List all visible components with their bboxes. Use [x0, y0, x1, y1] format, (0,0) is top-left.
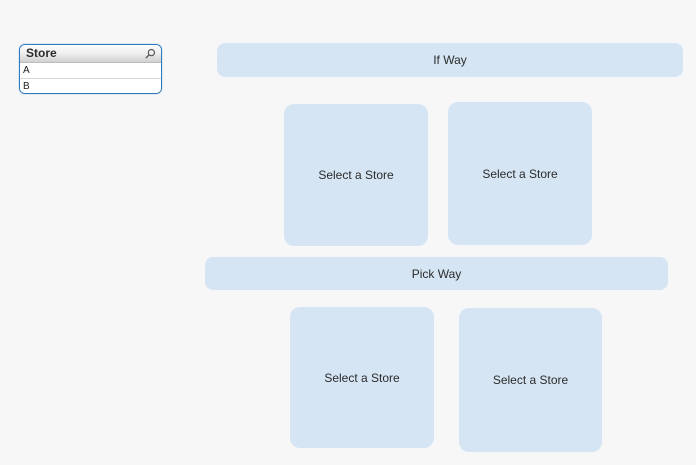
store-listbox: Store A B: [19, 44, 162, 94]
select-store-tile-2[interactable]: Select a Store: [448, 102, 592, 245]
store-listbox-body: A B: [20, 63, 161, 93]
select-store-tile-4[interactable]: Select a Store: [459, 308, 602, 452]
search-icon[interactable]: [144, 48, 156, 60]
select-store-tile-3[interactable]: Select a Store: [290, 307, 434, 448]
store-listbox-caption[interactable]: Store: [20, 45, 161, 63]
store-listbox-title: Store: [26, 46, 57, 60]
header-pick-way: Pick Way: [205, 257, 668, 290]
header-if-way: If Way: [217, 43, 683, 77]
list-item-b[interactable]: B: [20, 78, 161, 93]
list-item-a[interactable]: A: [20, 63, 161, 78]
select-store-tile-1[interactable]: Select a Store: [284, 104, 428, 246]
